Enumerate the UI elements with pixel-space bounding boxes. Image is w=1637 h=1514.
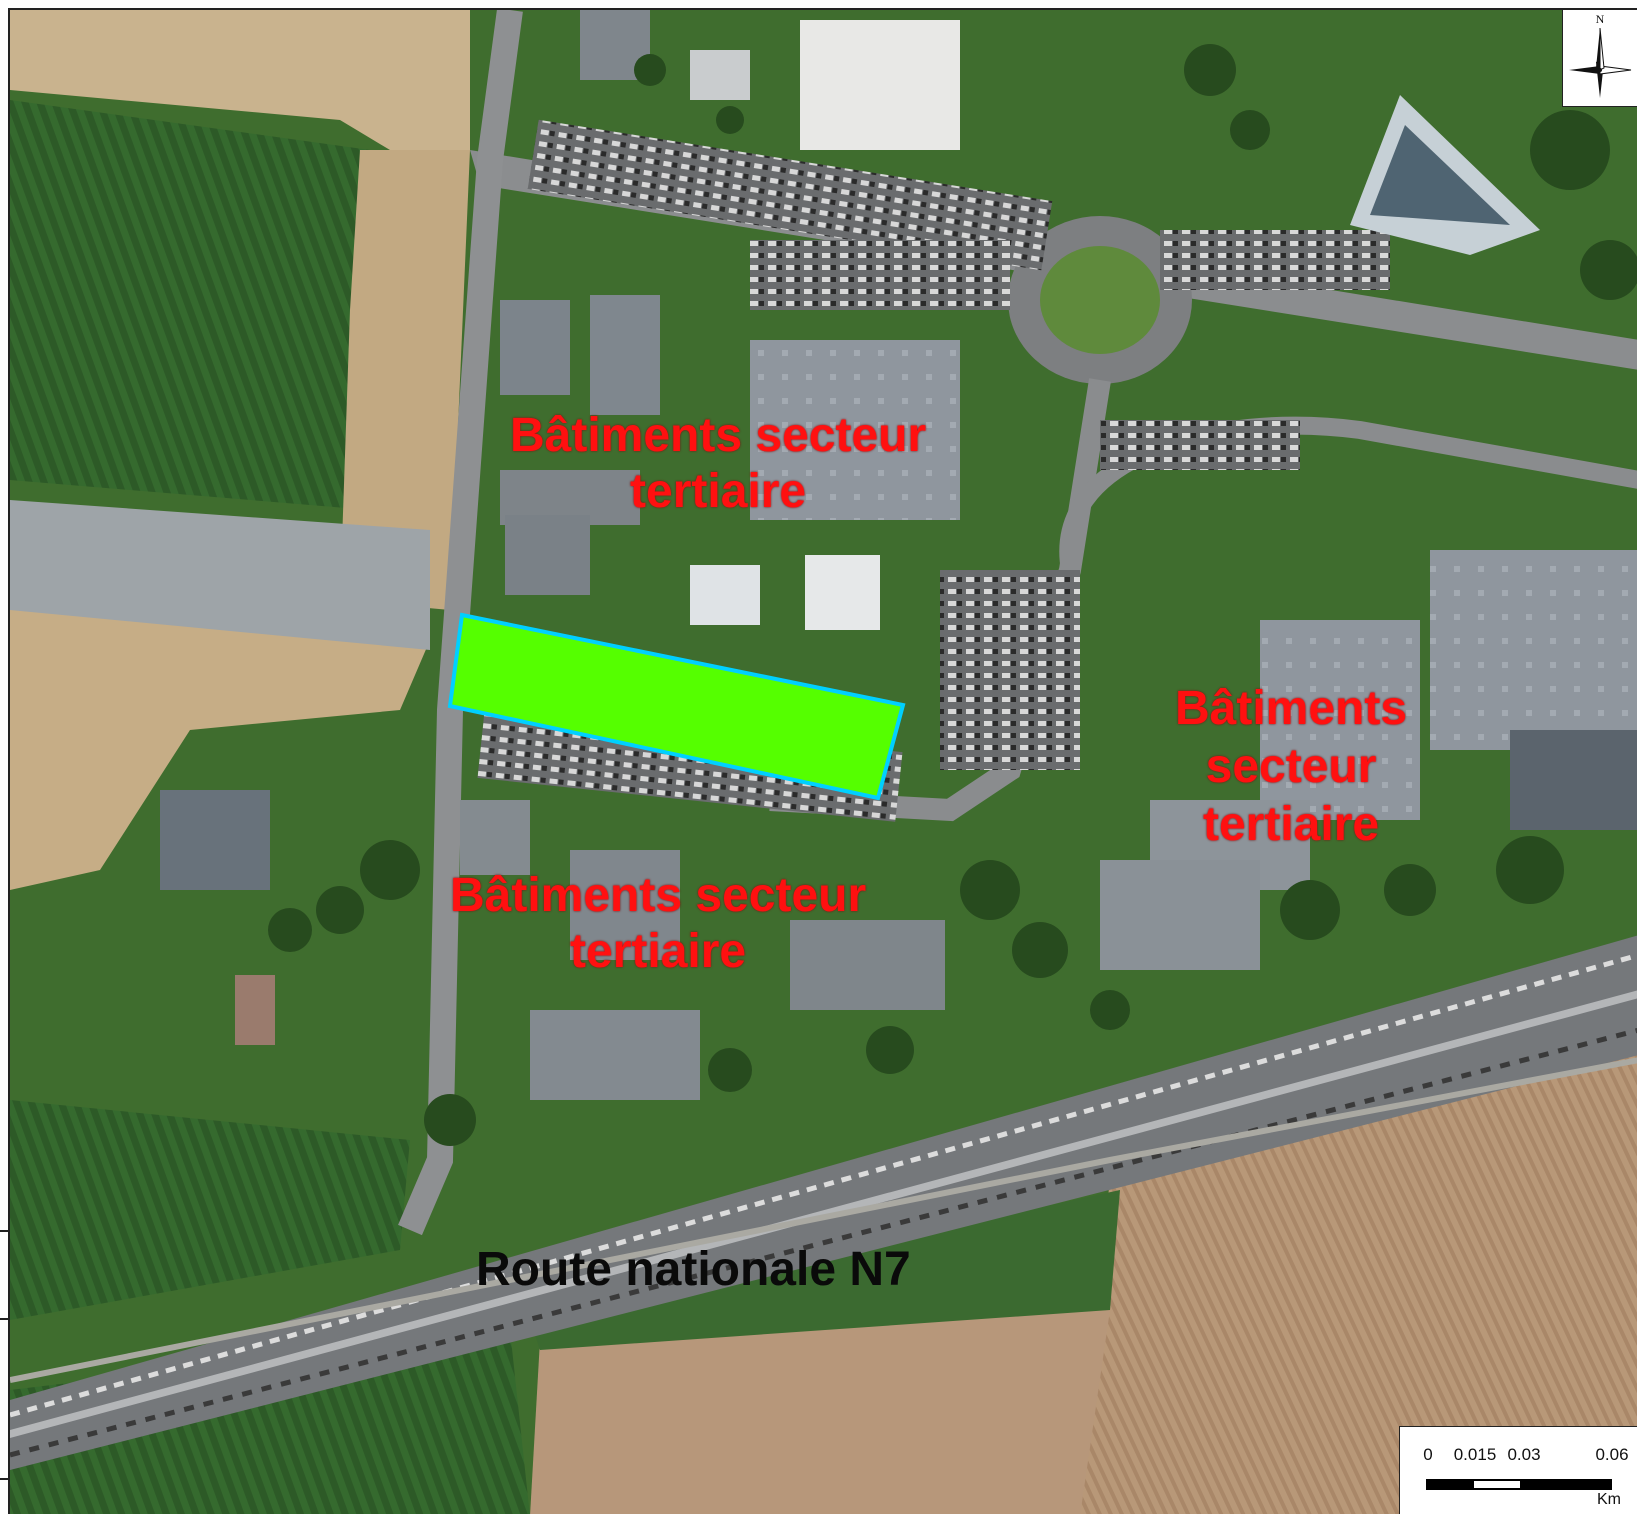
main-avenue	[398, 10, 523, 1236]
frame-tick	[0, 1230, 8, 1232]
label-line-2: secteur	[1205, 740, 1377, 793]
building-g	[805, 555, 880, 630]
construction-sand-mid	[340, 150, 470, 610]
west-field	[10, 100, 370, 510]
building-a	[500, 300, 570, 395]
label-buildings-south: Bâtiments secteur tertiaire	[450, 868, 866, 980]
parking-north-2	[750, 240, 1010, 310]
scale-unit: Km	[1597, 1491, 1621, 1508]
frame-tick	[0, 1478, 8, 1480]
label-line-2: tertiaire	[570, 925, 747, 978]
aerial-map[interactable]	[10, 10, 1637, 1514]
scale-tick-3: 0.06	[1595, 1445, 1629, 1464]
map-frame: Bâtiments secteur tertiaire Bâtiments se…	[8, 8, 1637, 1514]
south-plowed-field	[530, 1310, 1110, 1514]
north-arrow: N	[1562, 10, 1637, 107]
construction-slab	[10, 500, 430, 650]
parking-east	[1100, 420, 1300, 470]
scale-segment-3	[1520, 1479, 1612, 1490]
building-east-1	[1260, 620, 1420, 820]
building-n1	[800, 20, 960, 150]
building-east-2	[1430, 550, 1637, 750]
label-buildings-east: Bâtiments secteur tertiaire	[1175, 680, 1407, 854]
parking-north	[527, 119, 1053, 271]
parking-center	[940, 570, 1080, 770]
scale-tick-0: 0	[1423, 1445, 1433, 1464]
building-east-5	[1510, 730, 1637, 830]
label-buildings-north: Bâtiments secteur tertiaire	[510, 408, 926, 520]
label-line-1: Bâtiments secteur	[510, 409, 927, 462]
building-small-sw	[235, 975, 275, 1045]
building-n3	[690, 50, 750, 100]
building-b	[590, 295, 660, 415]
highway-traffic-north	[10, 952, 1637, 1418]
label-road-n7: Route nationale N7	[476, 1243, 911, 1296]
parking-northeast	[1160, 230, 1390, 290]
south-green-field	[530, 1190, 1120, 1350]
scale-segment-1	[1426, 1479, 1474, 1490]
building-e	[505, 515, 590, 595]
building-west-curve	[160, 790, 270, 890]
label-line-2: tertiaire	[630, 465, 807, 518]
compass-rose-icon	[1569, 27, 1632, 98]
label-line-1: Bâtiments	[1175, 682, 1408, 735]
triangle-building-roof	[1370, 125, 1510, 225]
side-road-south	[10, 1057, 1637, 1383]
construction-sand-north	[10, 10, 470, 150]
scale-segment-2	[1472, 1479, 1522, 1490]
label-line-1: Bâtiments secteur	[450, 869, 867, 922]
scale-tick-2: 0.03	[1507, 1445, 1541, 1464]
label-line-3: tertiaire	[1202, 798, 1380, 851]
building-j	[790, 920, 945, 1010]
building-h	[460, 800, 530, 875]
building-f	[690, 565, 760, 625]
construction-sand-west	[10, 600, 430, 890]
building-c	[750, 340, 960, 520]
building-k	[530, 1010, 700, 1100]
north-letter: N	[1595, 12, 1605, 26]
west-lower-field	[10, 1100, 410, 1320]
project-parcel-highlight[interactable]	[447, 612, 906, 801]
scale-bar: 0 0.015 0.03 0.06 Km	[1399, 1426, 1637, 1514]
highway-traffic-south	[10, 1027, 1637, 1458]
roundabout-island	[1040, 246, 1160, 354]
building-i	[570, 850, 680, 960]
scale-tick-1: 0.015	[1453, 1445, 1497, 1464]
frame-tick	[0, 1318, 8, 1320]
building-east-4	[1100, 860, 1260, 970]
tree-cluster	[268, 44, 1637, 1146]
